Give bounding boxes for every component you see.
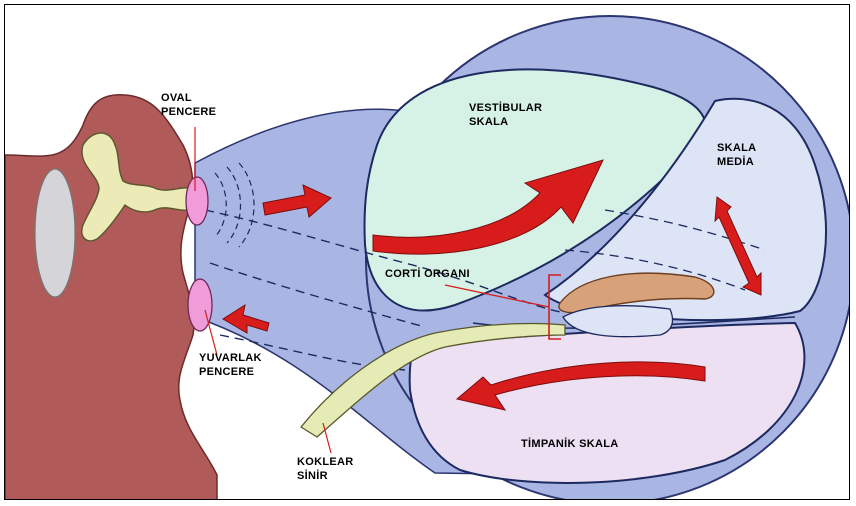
label-scala-media: SKALA MEDİA <box>717 141 756 169</box>
label-media-line1: SKALA <box>717 141 756 155</box>
label-koklear-line1: KOKLEAR <box>297 455 354 469</box>
label-oval-line2: PENCERE <box>161 105 216 119</box>
label-scala-vestibuli: VESTİBULAR SKALA <box>469 101 542 129</box>
cochlea-illustration <box>5 5 850 500</box>
diagram-frame: OVAL PENCERE YUVARLAK PENCERE VESTİBULAR… <box>4 4 850 500</box>
label-scala-tympani: TİMPANİK SKALA <box>521 437 619 451</box>
label-yuvarlak-line1: YUVARLAK <box>199 351 262 365</box>
label-media-line2: MEDİA <box>717 155 756 169</box>
eardrum <box>35 169 75 297</box>
label-vestibular-line2: SKALA <box>469 115 542 129</box>
label-cochlear-nerve: KOKLEAR SİNİR <box>297 455 354 483</box>
label-yuvarlak-line2: PENCERE <box>199 365 262 379</box>
label-oval-window: OVAL PENCERE <box>161 91 216 119</box>
label-corti-organ: CORTİ ORGANI <box>385 267 470 281</box>
label-koklear-line2: SİNİR <box>297 469 354 483</box>
label-round-window: YUVARLAK PENCERE <box>199 351 262 379</box>
label-vestibular-line1: VESTİBULAR <box>469 101 542 115</box>
label-oval-line1: OVAL <box>161 91 216 105</box>
oval-window <box>186 177 208 225</box>
